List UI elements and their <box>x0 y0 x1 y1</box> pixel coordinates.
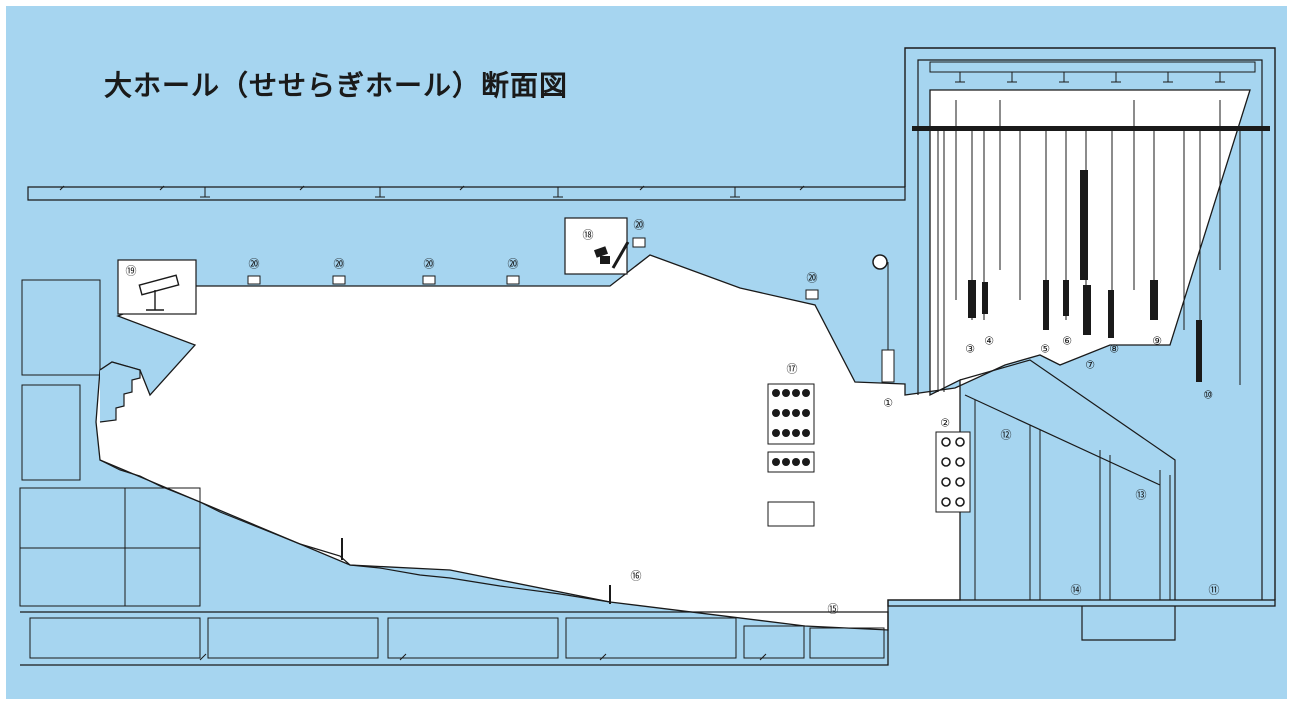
hoist-pulley <box>872 254 888 270</box>
seating-steps <box>99 459 611 603</box>
label-5: ⑤ <box>1040 343 1050 356</box>
basement-slab <box>20 611 889 666</box>
speaker-cluster-lower <box>767 451 815 473</box>
label-7: ⑦ <box>1085 359 1095 372</box>
label-10: ⑩ <box>1203 389 1213 402</box>
stage-pit <box>1081 606 1176 641</box>
label-19: ⑲ <box>126 265 137 278</box>
label-17: ⑰ <box>787 363 798 376</box>
label-2: ② <box>940 417 950 430</box>
label-14: ⑭ <box>1071 584 1082 597</box>
label-20e: ⑳ <box>634 219 645 232</box>
auditorium-space <box>95 89 1251 631</box>
label-8: ⑧ <box>1109 343 1119 356</box>
roof-hangers <box>955 72 1225 83</box>
callout-labels: ① ② ③ ④ ⑤ ⑥ ⑦ ⑧ ⑨ ⑩ ⑪ ⑫ ⑬ ⑭ ⑮ ⑯ ⑰ ⑱ ⑲ ⑳ … <box>126 219 1220 616</box>
fly-tower-inner <box>917 59 1263 600</box>
label-20a: ⑳ <box>249 258 260 271</box>
diagram-title: 大ホール（せせらぎホール）断面図 <box>104 69 569 102</box>
gridiron <box>912 126 1270 131</box>
stage-verticals <box>959 380 1171 600</box>
seating-substructure <box>19 279 201 607</box>
fly-tower-outline <box>904 47 1276 600</box>
proscenium-speakers <box>935 431 971 513</box>
label-13: ⑬ <box>1136 489 1147 502</box>
label-4: ④ <box>984 335 994 348</box>
hoist-box <box>881 349 895 383</box>
label-3: ③ <box>965 343 975 356</box>
control-window <box>611 241 630 269</box>
label-1: ① <box>883 397 893 410</box>
control-desk-icon <box>593 246 610 264</box>
wall-hatching <box>59 185 805 661</box>
stage-floor <box>887 599 1276 607</box>
label-20c: ⑳ <box>424 258 435 271</box>
stage-slope-1 <box>964 394 1161 486</box>
label-9: ⑨ <box>1152 335 1162 348</box>
label-6: ⑥ <box>1062 335 1072 348</box>
fly-tower-roof <box>929 61 1256 73</box>
control-room <box>564 217 628 275</box>
label-20d: ⑳ <box>508 258 519 271</box>
label-12: ⑫ <box>1001 429 1012 442</box>
rear-balcony-steps <box>99 361 141 423</box>
label-20b: ⑳ <box>334 258 345 271</box>
follow-spot-room <box>117 259 197 315</box>
screen-box <box>767 501 815 527</box>
auditorium-ceiling <box>27 186 906 201</box>
label-11: ⑪ <box>1209 584 1220 597</box>
proscenium-speaker-units <box>941 437 965 507</box>
speaker-units <box>772 389 810 466</box>
ceiling-hangers <box>200 187 740 198</box>
proscenium-ceiling <box>959 359 1176 600</box>
lighting-bridges <box>247 237 819 300</box>
label-16: ⑯ <box>631 570 642 583</box>
label-18: ⑱ <box>583 229 594 242</box>
batten-weights <box>968 170 1202 382</box>
label-20f: ⑳ <box>807 272 818 285</box>
label-15: ⑮ <box>828 603 839 616</box>
basement-rooms <box>29 617 885 659</box>
follow-spot-icon <box>138 274 180 311</box>
